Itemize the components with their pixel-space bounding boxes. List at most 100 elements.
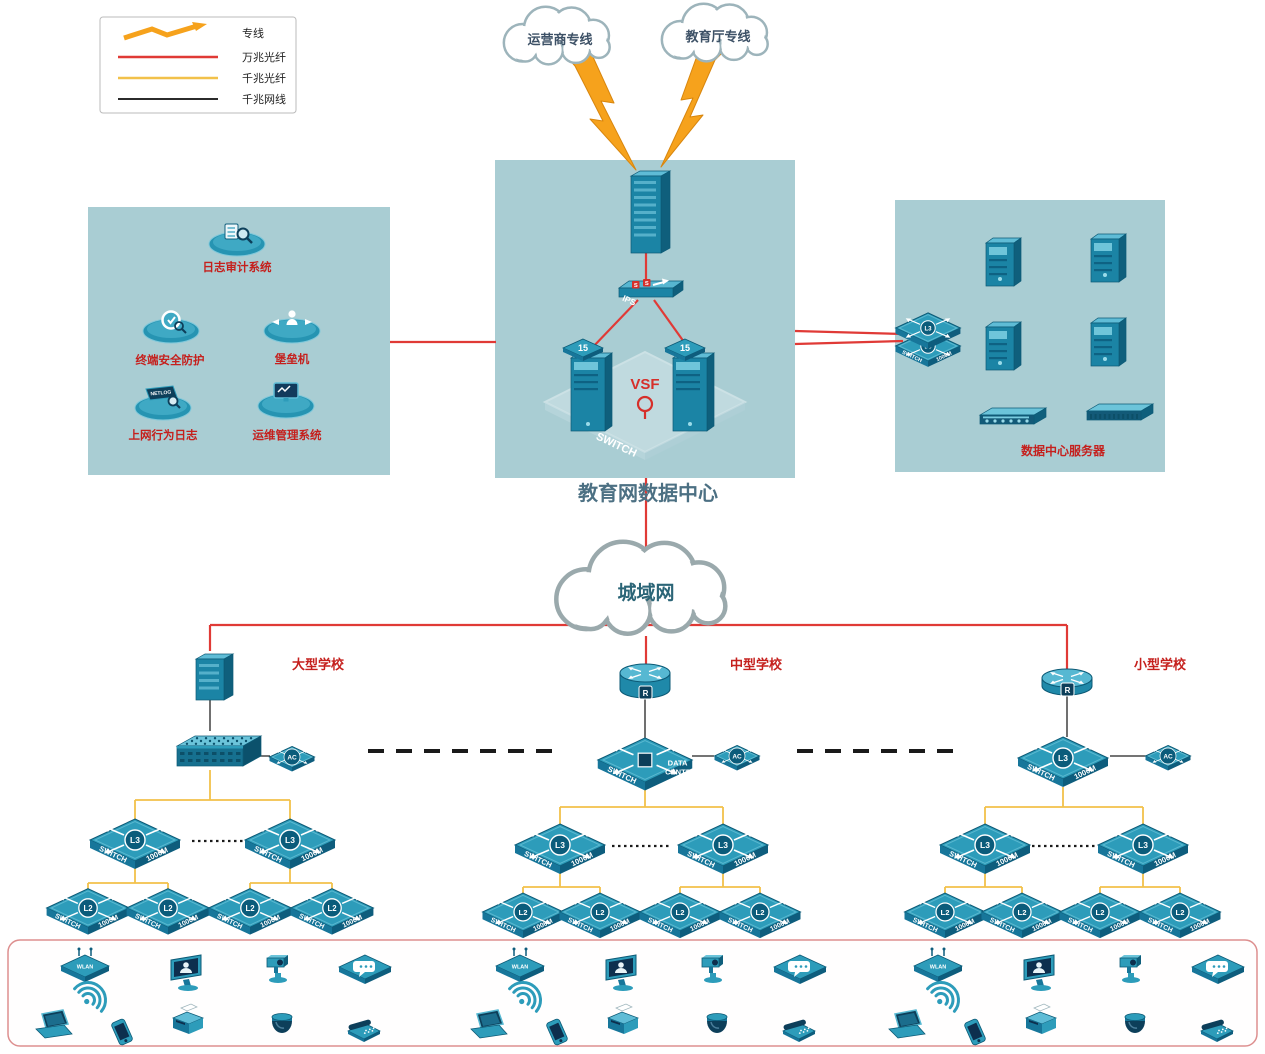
irf-cap-2: 15 (664, 338, 706, 361)
security-item-label: 终端安全防护 (136, 353, 205, 367)
message-device (338, 954, 392, 984)
server-zone-label: 数据中心服务器 (1021, 443, 1106, 458)
switch-badge: L3 (718, 840, 728, 850)
switch-badge: L3 (130, 835, 140, 845)
cap-label: 15 (680, 343, 690, 353)
school-label-medium: 中型学校 (730, 657, 783, 672)
irf-cap-1: 15 (562, 338, 604, 361)
medium-school-ac: AC (713, 744, 761, 771)
dc-server-1 (984, 237, 1023, 287)
security-item-label: 上网行为日志 (129, 428, 198, 442)
ptz-camera (701, 955, 723, 983)
bastion-host (263, 310, 321, 344)
telephone (347, 1019, 381, 1042)
switch-badge: L2 (245, 904, 255, 913)
ptz-camera (1119, 955, 1141, 983)
dome-camera (706, 1013, 728, 1033)
switch-badge: L2 (941, 908, 950, 917)
clouds-layer: 运营商专线教育厅专线城域网 (502, 2, 769, 636)
ptz-camera (266, 955, 288, 983)
security-item-label: 日志审计系统 (203, 260, 272, 274)
switch-badge: L3 (924, 325, 932, 332)
security-item-label: 运维管理系统 (253, 428, 322, 442)
telephone (782, 1019, 816, 1042)
message-device (773, 954, 827, 984)
dc-server-2 (1089, 233, 1128, 283)
ips-glyph: S (645, 281, 649, 287)
ips-glyph: S (634, 283, 638, 289)
switch-badge: L2 (756, 908, 765, 917)
switch-badge: AC (287, 754, 297, 761)
printer (1024, 1003, 1058, 1034)
wlan-label: WLAN (77, 965, 94, 971)
switch-badge: L2 (1018, 908, 1027, 917)
large-school-core (175, 735, 263, 767)
netlog-label: NETLOG (150, 390, 171, 398)
school-label-large: 大型学校 (292, 657, 345, 672)
smartphone (546, 1018, 568, 1046)
vsf-label: VSF (630, 376, 659, 393)
cap-label: 15 (578, 343, 588, 353)
dome-camera (271, 1013, 293, 1033)
datacenter-firewall (629, 170, 672, 254)
medium-school-router: R (619, 663, 671, 700)
large-school-gateway (194, 653, 235, 701)
router-badge: R (643, 689, 649, 698)
computer-monitor (170, 954, 202, 991)
switch-name: DATA (668, 758, 688, 767)
switch-badge: AC (1163, 753, 1173, 760)
legend-label: 万兆光纤 (242, 50, 286, 64)
computer-monitor (1023, 954, 1055, 991)
wlan-label: WLAN (930, 965, 947, 971)
cloud-edu: 教育厅专线 (660, 2, 769, 63)
printer (171, 1003, 205, 1034)
smartphone (964, 1018, 986, 1046)
dc-rack-server (978, 407, 1048, 425)
switch-badge: L3 (1138, 840, 1148, 850)
dc-server-3 (984, 321, 1023, 371)
dc-rack-switch (1085, 403, 1155, 421)
legend-bolt (123, 23, 198, 41)
labels-layer: 专线万兆光纤千兆光纤千兆网线教育网数据中心大型学校中型学校小型学校数据中心服务器… (99, 16, 1187, 672)
dome-camera (1124, 1013, 1146, 1033)
school-label-small: 小型学校 (1134, 657, 1187, 672)
telephone (1200, 1019, 1234, 1042)
switch-badge: L2 (519, 908, 528, 917)
vsf-server-1 (569, 352, 614, 432)
switch-badge: L2 (676, 908, 685, 917)
switch-badge: L2 (596, 908, 605, 917)
laptop (470, 1009, 508, 1039)
datacenter-title: 教育网数据中心 (578, 481, 718, 505)
switch-badge: L3 (980, 840, 990, 850)
message-device (1191, 954, 1245, 984)
legend-label: 千兆光纤 (242, 71, 286, 85)
small-school-ac: AC (1144, 744, 1192, 771)
switch-badge: L2 (1176, 908, 1185, 917)
log-audit-system (208, 223, 266, 257)
security-item-label: 堡垒机 (275, 352, 310, 366)
terminal-security (142, 310, 200, 344)
router-badge: R (1065, 686, 1071, 695)
wireless-ap: WLAN (495, 947, 545, 982)
wireless-ap: WLAN (60, 947, 110, 982)
